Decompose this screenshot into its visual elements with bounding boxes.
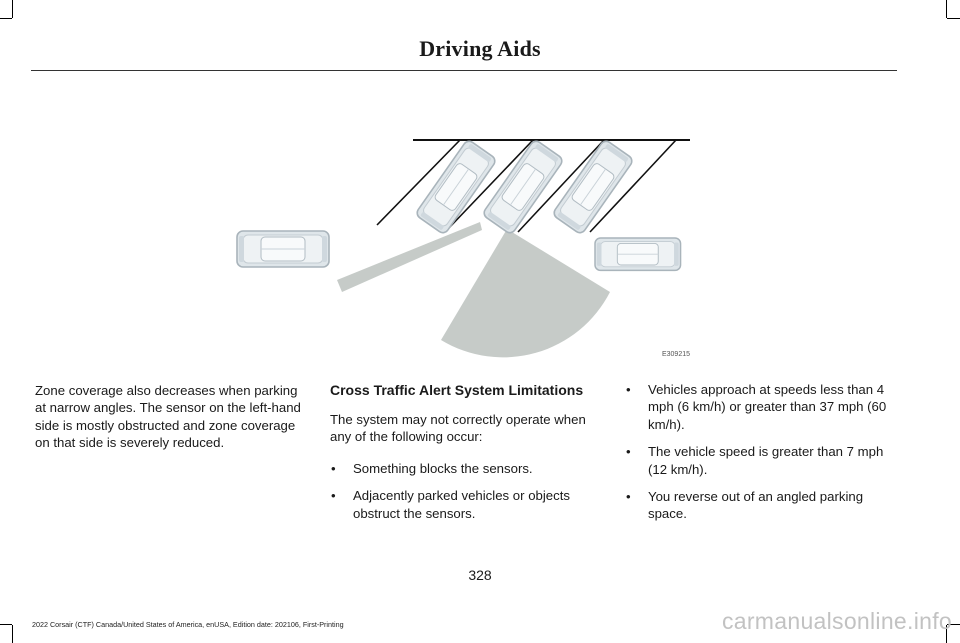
- page-title: Driving Aids: [419, 36, 541, 61]
- crop-mark-bottom-right-h: [947, 624, 960, 625]
- crop-mark-top-right-v: [946, 0, 947, 18]
- parking-sensor-illustration: E309215: [236, 138, 690, 358]
- list-item: The vehicle speed is greater than 7 mph …: [625, 443, 897, 478]
- crop-mark-bottom-right-v: [946, 625, 947, 643]
- figure-id: E309215: [662, 351, 690, 358]
- list-item: Adjacently parked vehicles or objects ob…: [330, 487, 602, 522]
- parked-car-reversing: [481, 138, 565, 236]
- limitations-list-continued: Vehicles approach at speeds less than 4 …: [625, 381, 897, 523]
- header-rule: [31, 70, 897, 71]
- crop-mark-bottom-left-v: [12, 625, 13, 643]
- column-left: Zone coverage also decreases when parkin…: [35, 382, 305, 466]
- crop-mark-top-right-h: [947, 18, 960, 19]
- crop-mark-top-left-h: [0, 18, 12, 19]
- approaching-car-left: [236, 230, 330, 268]
- right-sensor-zone: [441, 229, 610, 358]
- watermark: carmanualsonline.info: [721, 608, 952, 634]
- section-intro: The system may not correctly operate whe…: [330, 412, 586, 445]
- zone-coverage-paragraph: Zone coverage also decreases when parkin…: [35, 383, 301, 451]
- parked-car-right: [551, 138, 635, 236]
- parking-line: [376, 139, 461, 226]
- list-item: You reverse out of an angled parking spa…: [625, 488, 897, 523]
- column-middle: Cross Traffic Alert System Limitations T…: [330, 382, 602, 532]
- left-sensor-zone: [337, 222, 482, 292]
- column-right: Vehicles approach at speeds less than 4 …: [625, 381, 897, 533]
- parking-line: [589, 139, 677, 233]
- parking-line: [446, 139, 534, 231]
- section-heading: Cross Traffic Alert System Limitations: [330, 382, 584, 398]
- limitations-list: Something blocks the sensors. Adjacently…: [330, 460, 602, 522]
- parking-line: [517, 139, 605, 233]
- list-item: Vehicles approach at speeds less than 4 …: [625, 381, 897, 433]
- crop-mark-bottom-left-h: [0, 624, 12, 625]
- approaching-car-right: [594, 237, 682, 272]
- list-item: Something blocks the sensors.: [330, 460, 602, 478]
- edition-footer: 2022 Corsair (CTF) Canada/United States …: [32, 620, 344, 629]
- crop-mark-top-left-v: [12, 0, 13, 18]
- page-number: 328: [468, 567, 492, 583]
